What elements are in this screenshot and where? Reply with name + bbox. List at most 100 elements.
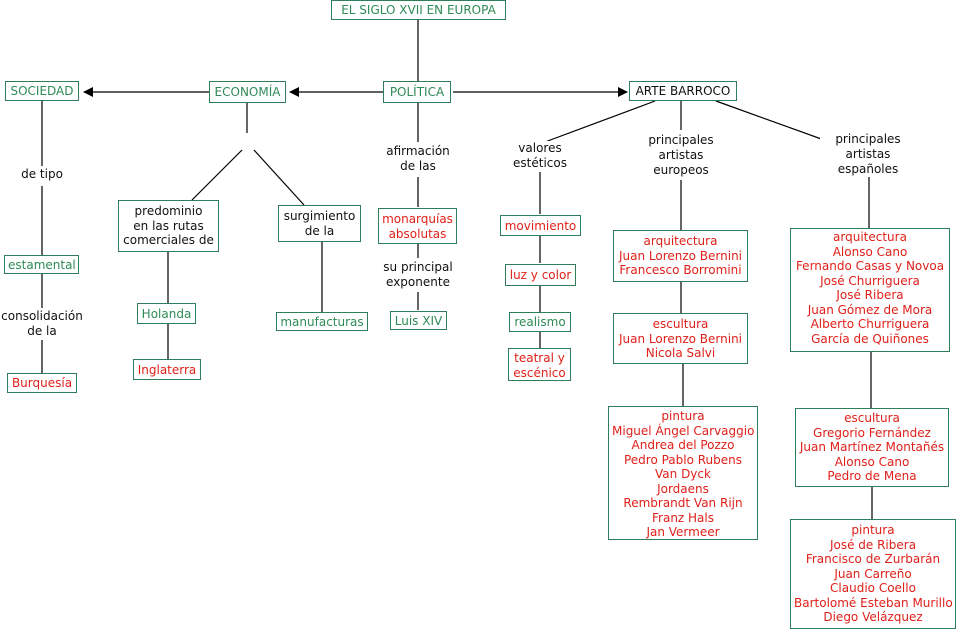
luz-y-color-node: luz y color: [505, 264, 576, 286]
label-valores-esteticos: valores estéticos: [505, 141, 575, 171]
es-escultura-node: escultura Gregorio Fernández Juan Martín…: [795, 408, 949, 487]
movimiento-text: movimiento: [504, 219, 577, 233]
inglaterra-node: Inglaterra: [133, 359, 201, 380]
eu-pintura-line-1: pintura: [661, 409, 705, 423]
es-arquitectura-line-8: García de Quiñones: [811, 331, 929, 346]
luz-y-color-text: luz y color: [509, 268, 572, 282]
es-pintura-line-1: pintura: [851, 523, 895, 537]
label-europeos-line-3: europeos: [653, 163, 709, 177]
sociedad-node: SOCIEDAD: [5, 81, 79, 101]
es-escultura-line-5: Pedro de Mena: [827, 469, 917, 483]
teatral-node: teatral y escénico: [508, 348, 571, 381]
label-de-tipo: de tipo: [14, 167, 70, 182]
arte-barroco-node: ARTE BARROCO: [629, 81, 737, 101]
predominio-line-1: predominio: [134, 204, 203, 218]
label-de-tipo-text: de tipo: [21, 167, 63, 181]
eu-pintura-line-5: Van Dyck: [655, 467, 711, 481]
label-valores-line-1: valores: [518, 141, 562, 155]
estamental-node: estamental: [4, 255, 79, 274]
eu-pintura-line-9: Jan Vermeer: [646, 525, 720, 539]
monarquias-line-1: monarquías: [382, 212, 453, 226]
label-afirmacion: afirmación de las: [377, 144, 459, 174]
realismo-text: realismo: [514, 315, 566, 329]
economia-node: ECONOMÍA: [209, 81, 286, 103]
eu-arquitectura-line-1: arquitectura: [643, 234, 718, 248]
es-arquitectura-line-5: José Ribera: [836, 288, 904, 302]
label-afirmacion-line-1: afirmación: [386, 144, 450, 158]
teatral-line-1: teatral y: [514, 351, 565, 365]
label-consolidacion-line-1: consolidación: [1, 309, 83, 323]
surgimiento-line-2: de la: [304, 223, 335, 238]
monarquias-line-2: absolutas: [388, 226, 447, 241]
label-valores-line-2: estéticos: [513, 156, 567, 170]
estamental-text: estamental: [8, 258, 76, 272]
eu-pintura-line-4: Pedro Pablo Rubens: [623, 452, 743, 467]
label-espanoles-line-1: principales: [835, 132, 901, 146]
teatral-line-2: escénico: [513, 365, 566, 380]
eu-arquitectura-node: arquitectura Juan Lorenzo Bernini France…: [613, 230, 748, 282]
label-su-principal: su principal exponente: [374, 260, 462, 290]
movimiento-node: movimiento: [500, 215, 581, 236]
es-pintura-line-5: Claudio Coello: [830, 581, 916, 595]
politica-text: POLÍTICA: [389, 85, 445, 99]
eu-pintura-node: pintura Miguel Ángel Carvaggio Andrea de…: [608, 406, 758, 540]
eu-escultura-line-2: Juan Lorenzo Bernini: [618, 331, 743, 346]
es-pintura-line-6: Bartolomé Esteban Murillo: [794, 595, 953, 610]
holanda-text: Holanda: [141, 307, 192, 321]
burguesia-text: Burquesía: [11, 376, 73, 390]
label-su-principal-line-2: exponente: [386, 275, 450, 289]
eu-arquitectura-line-3: Francesco Borromini: [619, 263, 742, 277]
realismo-node: realismo: [509, 312, 571, 332]
es-pintura-line-3: Francisco de Zurbarán: [805, 552, 941, 566]
es-arquitectura-node: arquitectura Alonso Cano Fernando Casas …: [790, 228, 950, 352]
es-escultura-line-1: escultura: [844, 411, 900, 425]
label-consolidacion-line-2: de la: [27, 324, 57, 338]
eu-pintura-line-3: Andrea del Pozzo: [631, 438, 735, 452]
es-arquitectura-line-3: Fernando Casas y Novoa: [795, 259, 945, 273]
politica-node: POLÍTICA: [383, 81, 451, 103]
sociedad-text: SOCIEDAD: [10, 84, 74, 98]
label-europeos-line-1: principales: [648, 133, 714, 147]
arte-barroco-text: ARTE BARROCO: [635, 84, 731, 98]
es-pintura-line-7: Diego Velázquez: [823, 610, 923, 624]
label-espanoles-line-2: artistas: [845, 147, 891, 161]
es-arquitectura-line-4: José Churriguera: [820, 273, 920, 288]
label-afirmacion-line-2: de las: [400, 159, 436, 173]
eu-escultura-line-1: escultura: [652, 317, 709, 331]
es-arquitectura-line-6: Juan Gómez de Mora: [807, 302, 933, 317]
surgimiento-line-1: surgimiento: [283, 209, 356, 223]
eu-arquitectura-line-2: Juan Lorenzo Bernini: [618, 248, 743, 263]
connector-arte-valores: [544, 100, 656, 143]
eu-escultura-line-3: Nicola Salvi: [645, 346, 716, 360]
inglaterra-text: Inglaterra: [137, 363, 197, 377]
label-europeos-line-2: artistas: [658, 148, 704, 162]
label-consolidacion: consolidación de la: [0, 309, 84, 339]
predominio-line-3: comerciales de: [123, 233, 214, 247]
label-artistas-europeos: principales artistas europeos: [634, 133, 728, 178]
economia-text: ECONOMÍA: [214, 85, 281, 99]
label-artistas-espanoles: principales artistas españoles: [820, 132, 916, 177]
es-escultura-line-2: Gregorio Fernández: [813, 425, 931, 440]
title-text: EL SIGLO XVII EN EUROPA: [341, 3, 496, 17]
eu-pintura-line-8: Franz Hals: [652, 510, 714, 525]
holanda-node: Holanda: [137, 303, 196, 324]
luis-xiv-text: Luis XIV: [394, 314, 443, 328]
luis-xiv-node: Luis XIV: [390, 311, 447, 330]
es-arquitectura-line-7: Alberto Churriguera: [810, 317, 930, 331]
monarquias-node: monarquías absolutas: [378, 208, 457, 244]
manufacturas-text: manufacturas: [280, 315, 364, 329]
surgimiento-node: surgimiento de la: [278, 205, 361, 242]
title-node: EL SIGLO XVII EN EUROPA: [331, 0, 506, 20]
es-arquitectura-line-1: arquitectura: [833, 230, 907, 244]
predominio-line-2: en las rutas: [133, 218, 204, 233]
manufacturas-node: manufacturas: [276, 312, 368, 331]
label-espanoles-line-3: españoles: [837, 162, 899, 176]
connector-arte-espanoles: [715, 100, 839, 146]
eu-pintura-line-6: Jordaens: [657, 481, 709, 496]
eu-escultura-node: escultura Juan Lorenzo Bernini Nicola Sa…: [613, 313, 748, 364]
es-pintura-line-2: José de Ribera: [829, 537, 917, 552]
label-su-principal-line-1: su principal: [383, 260, 453, 274]
predominio-node: predominio en las rutas comerciales de: [118, 200, 219, 252]
